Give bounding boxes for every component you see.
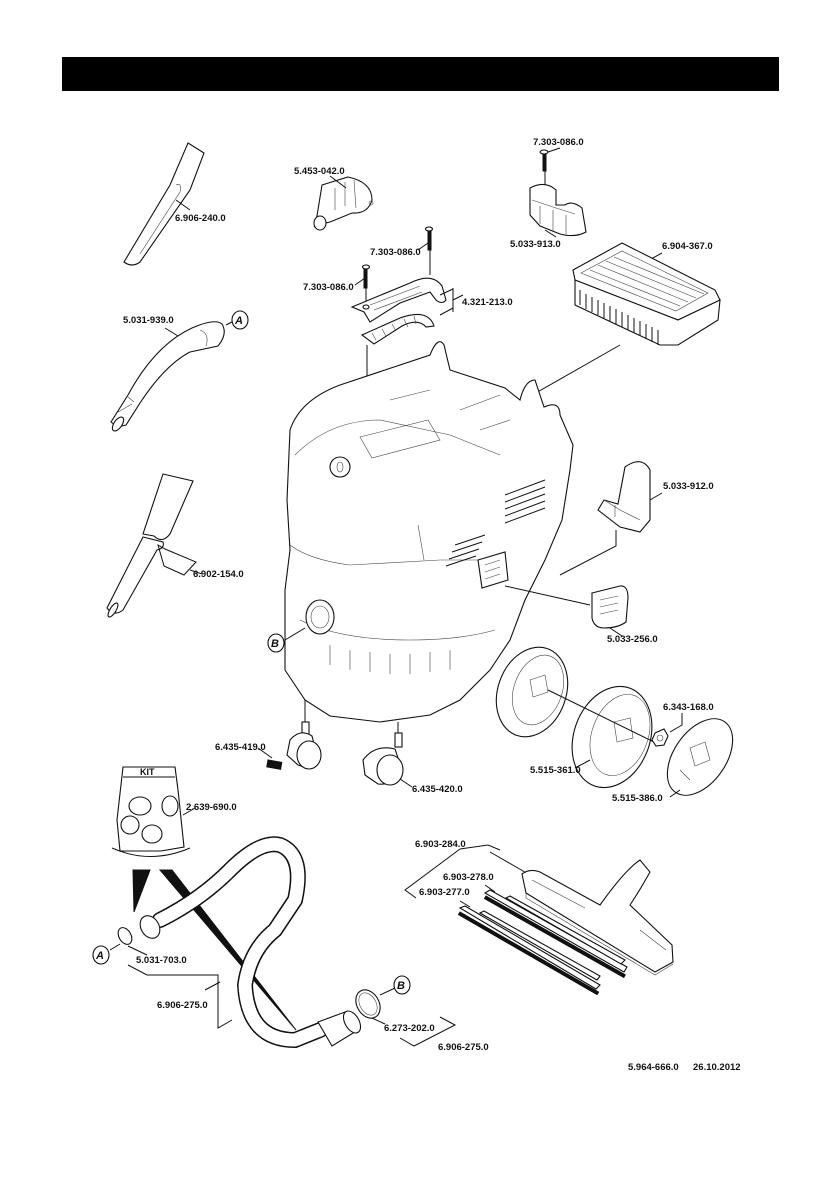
caster-brake-part[interactable] [257,700,322,770]
wheel-part[interactable] [547,675,665,799]
label-hose-ring-a: 5.031-703.0 [136,955,187,966]
wheel-mounted [495,646,569,738]
wiper-strip-278-part[interactable] [483,884,628,979]
marker-a-label: A [234,315,243,327]
marker-a-hose-label: A [95,950,104,962]
label-accessory-holder: 5.033-912.0 [663,481,714,492]
label-suction-tubes: 6.902-154.0 [193,569,244,580]
footer-date: 26.10.2012 [693,1062,741,1073]
marker-b-label: B [271,638,279,650]
flat-filter-part[interactable] [519,242,721,403]
caster-part[interactable] [362,722,413,788]
label-hose-left: 6.906-275.0 [157,1000,208,1011]
label-wheel: 5.515-361.0 [530,765,581,776]
label-caster-brake: 6.435-419.0 [215,742,266,753]
cover-flap-part[interactable] [504,585,629,637]
elbow-part[interactable] [110,321,225,433]
screw-handle-left-part[interactable] [354,264,371,305]
screw-handle-right-part[interactable] [417,226,434,275]
label-elbow: 5.031-939.0 [123,315,174,326]
adapter-cone-part[interactable] [313,175,374,231]
label-hose-ring-b: 6.273-202.0 [384,1023,435,1034]
holder-clip-part[interactable] [529,183,587,238]
label-screw-top: 7.303-086.0 [533,137,584,148]
wiper-strip-277-part[interactable] [457,900,601,996]
hub-cap-part[interactable] [654,707,746,807]
hose-right-bracket [399,1016,457,1047]
label-adapter-kit: 2.639-690.0 [186,802,237,813]
floor-nozzle-bracket [404,844,531,899]
adapter-kit-part[interactable]: KIT [111,766,297,1031]
label-caster: 6.435-420.0 [412,784,463,795]
title-bar [62,57,779,91]
suction-tubes-part[interactable] [106,473,203,618]
footer-doc-number: 5.964-666.0 [628,1062,679,1073]
hose-ring-a-part[interactable] [115,925,148,956]
vacuum-body[interactable] [284,341,574,723]
label-screw-handle-left: 7.303-086.0 [303,282,354,293]
label-cover-flap: 5.033-256.0 [607,634,658,645]
hose-ring-b-part[interactable] [351,986,396,1025]
marker-b-body: B [267,627,306,653]
marker-a-elbow: A [225,310,249,330]
label-hub-nut: 6.343-168.0 [663,702,714,713]
hose-left-bracket [127,964,233,1029]
label-floor-nozzle: 6.903-284.0 [415,839,466,850]
hose-left-leader [204,981,221,991]
accessory-holder-part[interactable] [559,461,663,576]
marker-b-hose: B [393,975,411,995]
kit-label: KIT [140,767,155,777]
label-holder-clip: 5.033-913.0 [510,239,561,250]
label-adapter-cone: 5.453-042.0 [294,166,345,177]
label-hose-right: 6.906-275.0 [438,1042,489,1053]
label-hub-cap: 5.515-386.0 [612,793,663,804]
suction-hose-part[interactable] [136,836,364,1049]
marker-a-hose: A [92,943,121,965]
crevice-nozzle-part[interactable] [123,142,205,266]
label-wiper-strip-277: 6.903-277.0 [419,887,470,898]
hub-nut-part[interactable] [651,713,683,747]
label-screw-handle-right: 7.303-086.0 [370,247,421,258]
label-handle-assembly: 4.321-213.0 [462,297,513,308]
marker-b-hose-label: B [397,980,405,992]
floor-nozzle-part[interactable] [521,859,674,976]
label-wiper-strip-278: 6.903-278.0 [443,872,494,883]
label-flat-filter: 6.904-367.0 [662,241,713,252]
label-crevice-nozzle: 6.906-240.0 [175,213,226,224]
